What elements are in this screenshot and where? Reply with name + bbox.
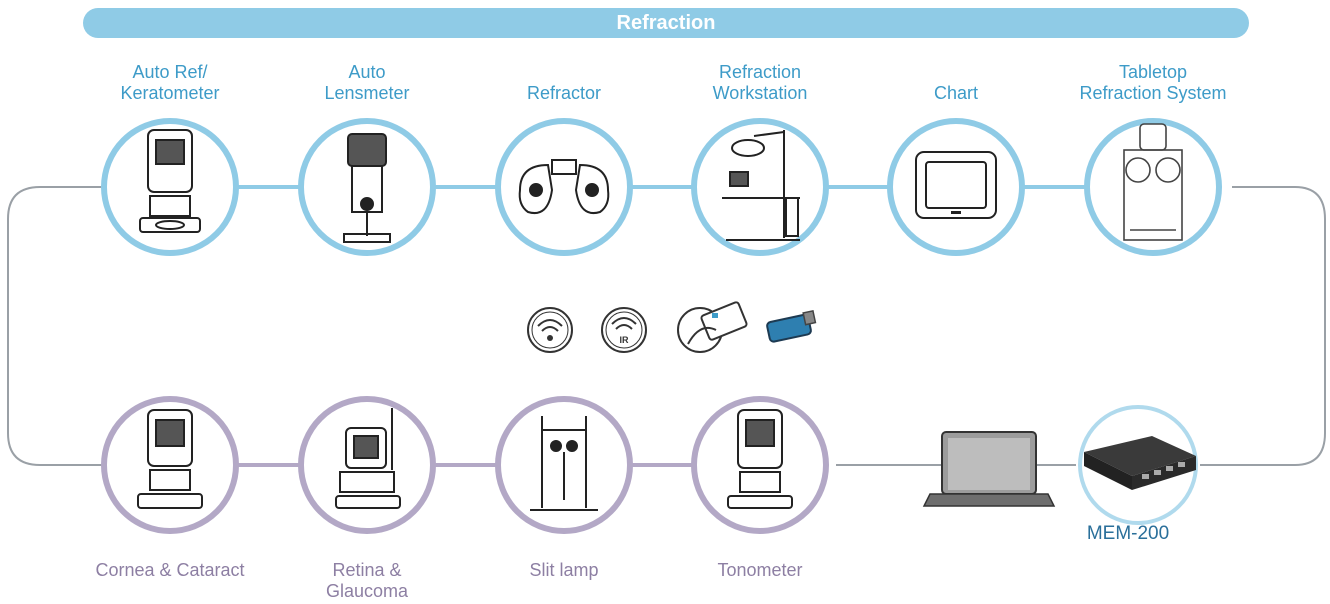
auto-ref-keratometer-icon <box>101 118 239 256</box>
label-line: Auto <box>348 62 386 82</box>
label-tabletop-refraction-system: Tabletop Refraction System <box>1063 62 1243 104</box>
label-slit-lamp: Slit lamp <box>474 560 654 581</box>
label-line: Workstation <box>712 83 808 103</box>
infrared-icon: IR <box>601 307 647 353</box>
label-tonometer: Tonometer <box>670 560 850 581</box>
label-line: Refraction <box>718 62 802 82</box>
label-chart: Chart <box>866 83 1046 104</box>
label-line: Auto Ref/ <box>132 62 208 82</box>
label-refractor: Refractor <box>474 83 654 104</box>
label-line: MEM-200 <box>1086 523 1170 544</box>
label-line: Keratometer <box>120 83 220 103</box>
ic-card-icon <box>677 301 748 353</box>
label-retina-glaucoma: Retina & Glaucoma <box>277 560 457 602</box>
retina-glaucoma-icon <box>298 396 436 534</box>
tabletop-refraction-icon <box>1084 118 1222 256</box>
label-line: Refractor <box>526 83 602 103</box>
label-auto-lensmeter: Auto Lensmeter <box>277 62 457 104</box>
label-line: Refraction System <box>1079 83 1227 103</box>
refractor-icon <box>495 118 633 256</box>
slit-lamp-icon <box>495 396 633 534</box>
laptop-icon <box>922 431 1056 507</box>
label-line: Chart <box>933 83 978 103</box>
cornea-cataract-icon <box>101 396 239 534</box>
lensmeter-icon <box>298 118 436 256</box>
label-line: Glaucoma <box>325 581 409 601</box>
workstation-icon <box>691 118 829 256</box>
tonometer-icon <box>691 396 829 534</box>
label-cornea-cataract: Cornea & Cataract <box>80 560 260 581</box>
label-line: Cornea & Cataract <box>95 560 245 580</box>
label-auto-ref-keratometer: Auto Ref/ Keratometer <box>80 62 260 104</box>
chart-monitor-icon <box>887 118 1025 256</box>
mem-200-hub-icon <box>1078 405 1198 525</box>
usb-drive-icon <box>766 309 817 343</box>
label-line: Lensmeter <box>324 83 410 103</box>
refraction-banner: Refraction <box>83 8 1249 38</box>
label-line: Tabletop <box>1118 62 1188 82</box>
label-line: Retina & <box>332 560 402 580</box>
label-mem-200: MEM-200 <box>1038 523 1218 544</box>
label-line: Slit lamp <box>529 560 599 580</box>
label-refraction-workstation: Refraction Workstation <box>670 62 850 104</box>
label-line: Tonometer <box>717 560 803 580</box>
banner-title: Refraction <box>616 11 716 34</box>
ir-text: IR <box>620 335 630 345</box>
wifi-icon <box>527 307 573 353</box>
